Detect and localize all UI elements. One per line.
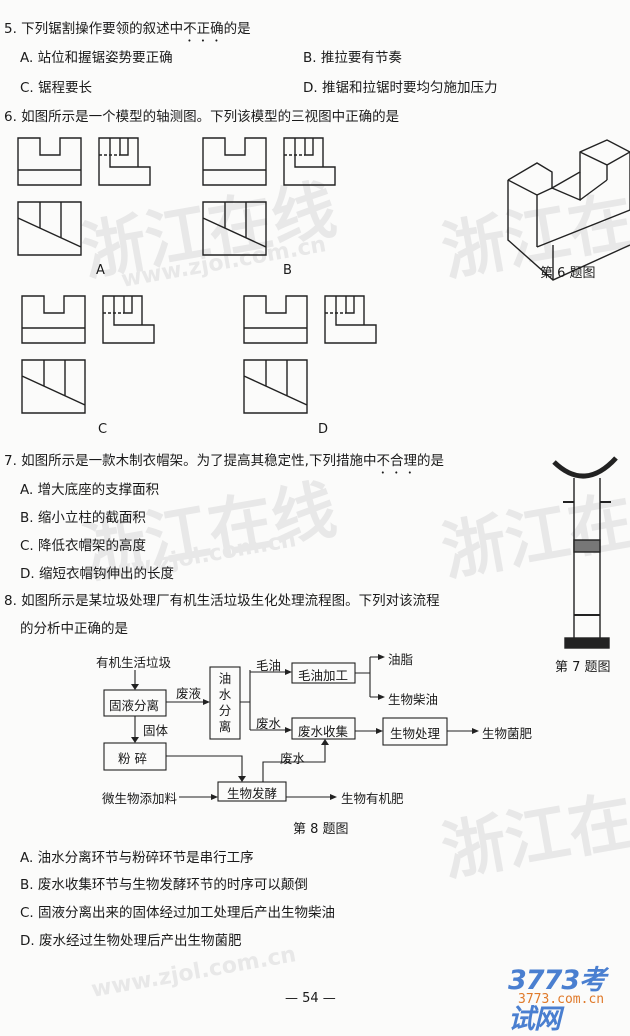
q7-stem-emphasis: 不合理 — [376, 453, 417, 469]
q6-option-a-label: A — [96, 263, 105, 278]
flow-biological-treatment: 生物处理 — [390, 726, 441, 741]
flow-crushing: 粉 碎 — [118, 751, 147, 766]
q7-option-a: A. 增大底座的支撑面积 — [20, 482, 160, 498]
q8-option-a: A. 油水分离环节与粉碎环节是串行工序 — [20, 850, 254, 866]
flow-waste-water-label-2: 废水 — [280, 751, 306, 766]
q5-stem-suffix: 的是 — [223, 21, 251, 37]
q8-option-d: D. 废水经过生物处理后产出生物菌肥 — [20, 933, 242, 949]
flow-waste-water-collection: 废水收集 — [298, 724, 349, 739]
view-set-a — [17, 137, 151, 256]
q5-stem: 5. 下列锯割操作要领的叙述中不正确的是 — [4, 20, 251, 45]
view-set-d — [243, 295, 377, 414]
q6-option-d-label: D — [318, 422, 329, 437]
q5-option-b: B. 推拉要有节奏 — [303, 50, 402, 66]
q5-option-a: A. 站位和握锯姿势要正确 — [20, 50, 173, 66]
coat-rack-figure — [552, 456, 618, 649]
axonometric-model-figure — [507, 139, 630, 281]
flow-oil-water-separation: 油水分离 — [218, 671, 232, 734]
q7-option-d: D. 缩短衣帽钩伸出的长度 — [20, 566, 174, 582]
q8-stem-line2: 的分析中正确的是 — [20, 621, 128, 637]
q8-figure-caption: 第 8 题图 — [293, 822, 349, 837]
flow-organic-fertilizer: 生物有机肥 — [341, 791, 404, 806]
q8-option-b: B. 废水收集环节与生物发酵环节的时序可以颠倒 — [20, 877, 308, 893]
flow-waste-liquid-label: 废液 — [176, 686, 202, 701]
flow-crude-oil-processing: 毛油加工 — [298, 668, 349, 683]
q7-figure-caption: 第 7 题图 — [555, 660, 611, 675]
view-set-c — [21, 295, 155, 414]
q7-stem-suffix: 的是 — [416, 453, 444, 469]
site-logo-url: 3773.com.cn — [518, 992, 605, 1007]
q7-stem-prefix: 7. 如图所示是一款木制衣帽架。为了提高其稳定性,下列措施中 — [4, 453, 377, 469]
flow-grease: 油脂 — [388, 652, 414, 667]
q5-option-c: C. 锯程要长 — [20, 80, 93, 96]
q7-option-c: C. 降低衣帽架的高度 — [20, 538, 147, 554]
q8-option-c: C. 固液分离出来的固体经过加工处理后产出生物柴油 — [20, 905, 336, 921]
view-set-b — [202, 137, 336, 256]
flow-biodiesel: 生物柴油 — [388, 692, 439, 707]
q8-stem-line1: 8. 如图所示是某垃圾处理厂有机生活垃圾生化处理流程图。下列对该流程 — [4, 593, 440, 609]
flow-bio-fertilizer: 生物菌肥 — [482, 726, 533, 741]
flow-fermentation: 生物发酵 — [227, 786, 278, 801]
flow-solid-liquid-separation: 固液分离 — [109, 698, 160, 713]
flow-input: 有机生活垃圾 — [96, 655, 172, 670]
q6-stem: 6. 如图所示是一个模型的轴测图。下列该模型的三视图中正确的是 — [4, 109, 400, 125]
flow-waste-water-label: 废水 — [256, 716, 282, 731]
q5-stem-prefix: 5. 下列锯割操作要领的叙述中 — [4, 21, 184, 37]
flow-crude-oil-label: 毛油 — [256, 658, 282, 673]
q6-figure-caption: 第 6 题图 — [540, 266, 596, 281]
q7-option-b: B. 缩小立柱的截面积 — [20, 510, 146, 526]
q5-stem-emphasis: 不正确 — [183, 21, 224, 37]
flowchart-arrowheads — [131, 654, 479, 800]
flow-solid-label: 固体 — [143, 723, 169, 738]
q6-option-b-label: B — [283, 263, 292, 278]
q6-option-c-label: C — [98, 422, 108, 437]
q7-stem: 7. 如图所示是一款木制衣帽架。为了提高其稳定性,下列措施中不合理的是 — [4, 452, 444, 477]
page-number: — 54 — — [285, 991, 336, 1006]
flow-microbe-additive: 微生物添加料 — [102, 791, 178, 806]
q5-option-d: D. 推锯和拉锯时要均匀施加压力 — [303, 80, 498, 96]
